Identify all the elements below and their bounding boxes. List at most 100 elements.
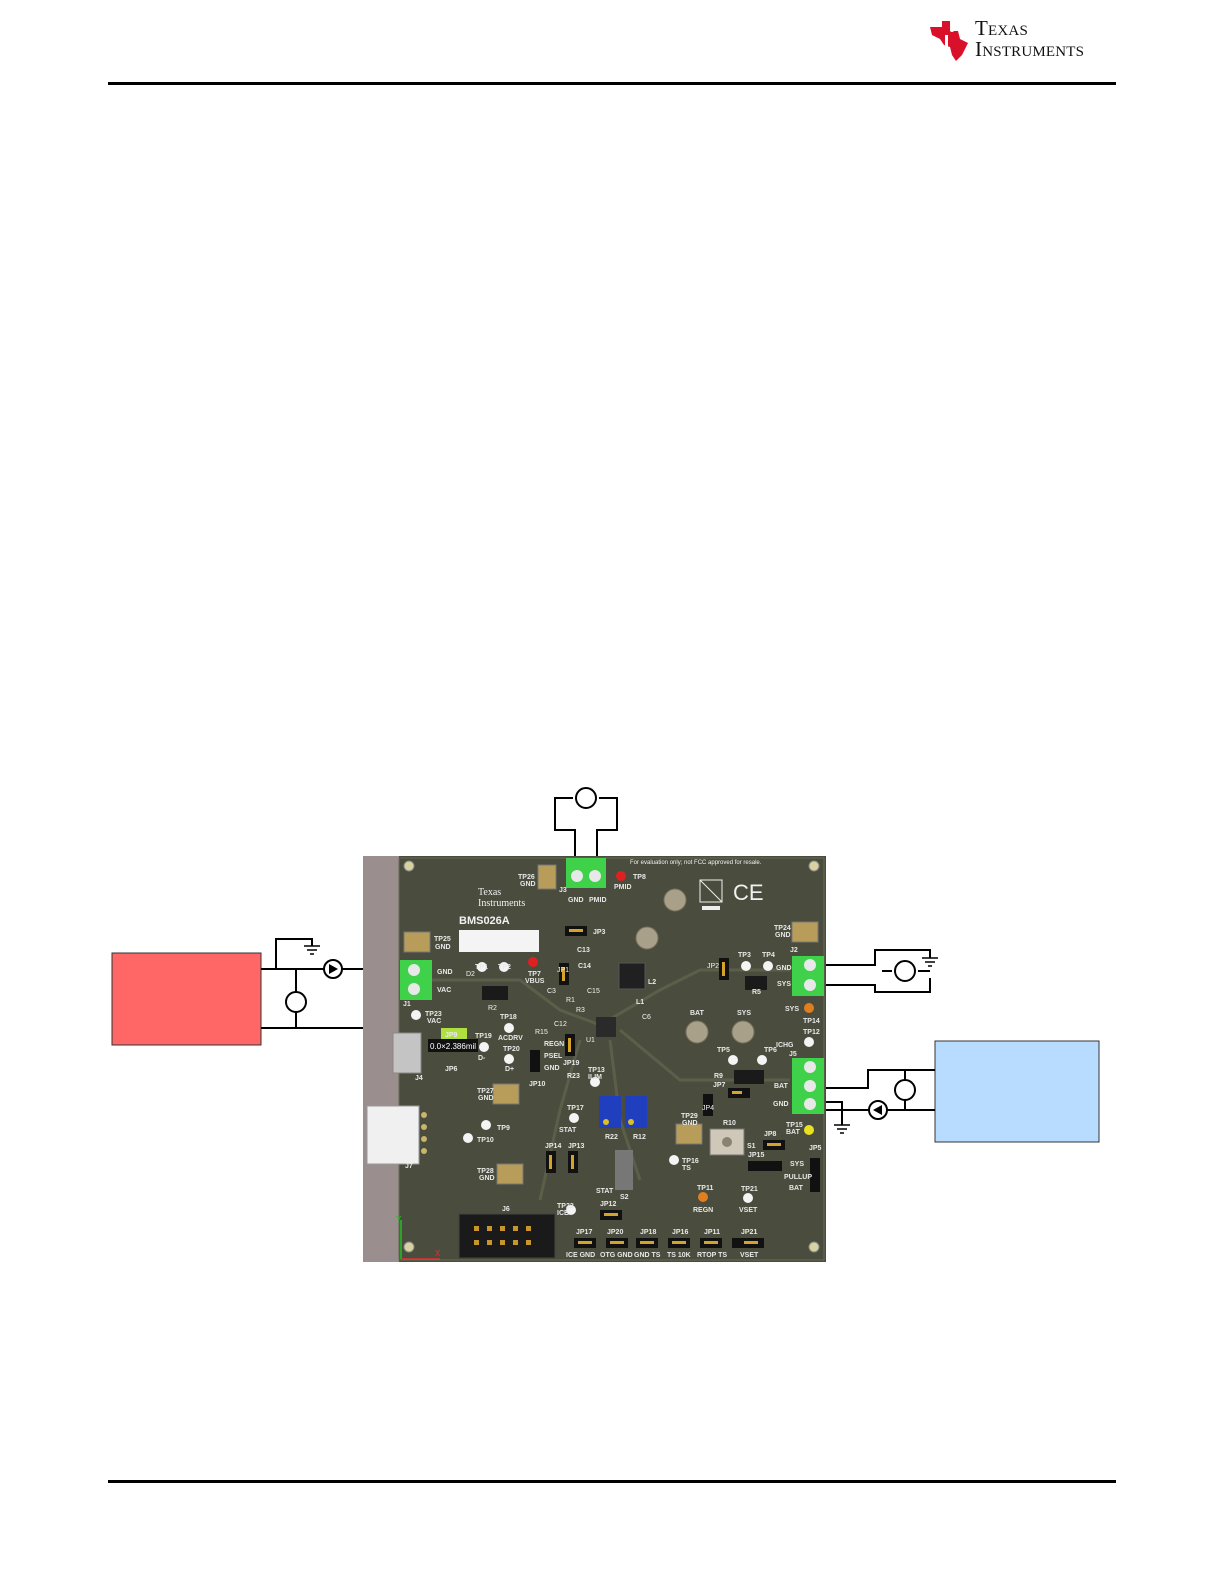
header-rule	[108, 82, 1116, 85]
lbl: TP28	[477, 1168, 494, 1175]
lbl: JP19	[563, 1060, 579, 1067]
lbl: SYS	[737, 1010, 751, 1017]
lbl: JP18	[640, 1229, 656, 1236]
lbl: JP13	[568, 1143, 584, 1150]
lbl: J4	[415, 1075, 423, 1082]
lbl: C13	[577, 947, 590, 954]
sys-wiring	[822, 949, 931, 993]
lbl: J3	[559, 887, 567, 894]
lbl: D+	[505, 1066, 514, 1073]
lbl: VBUS	[525, 978, 545, 985]
lbl: PULLUP	[784, 1174, 812, 1181]
footer-rule	[108, 1480, 1116, 1483]
lbl: TP7	[528, 971, 541, 978]
lbl: JP7	[713, 1082, 726, 1089]
lbl: JP5	[809, 1145, 822, 1152]
ti-logo-icon	[930, 21, 968, 61]
board-ti-brand: Texas	[478, 887, 501, 898]
lbl: R23	[567, 1073, 580, 1080]
lbl: L1	[636, 999, 644, 1006]
lbl: STAT	[559, 1127, 577, 1134]
lbl: TP17	[567, 1105, 584, 1112]
lbl: C6	[642, 1014, 651, 1021]
lbl: TP15	[786, 1122, 803, 1129]
lbl: TS 10K	[667, 1252, 691, 1259]
lbl: TP6	[764, 1047, 777, 1054]
lbl: JP16	[672, 1229, 688, 1236]
lbl: TP14	[803, 1018, 820, 1025]
lbl: BAT	[786, 1129, 801, 1136]
lbl: GND	[435, 944, 451, 951]
brand-line-1: Texas	[975, 16, 1028, 40]
lbl: BAT	[690, 1010, 705, 1017]
lbl: GND	[437, 969, 453, 976]
lbl: SYS	[777, 981, 791, 988]
power-source-box	[111, 952, 262, 1046]
ic-u1	[596, 1017, 616, 1037]
ti-logo-text: Texas Instruments	[975, 18, 1084, 60]
lbl: JP2	[707, 963, 719, 970]
lbl: J2	[790, 947, 798, 954]
ground-symbol-2	[922, 957, 938, 967]
usb-j4	[392, 1032, 422, 1074]
lbl: TP26	[518, 874, 535, 881]
mount-hole	[403, 1241, 415, 1253]
lbl: JP8	[764, 1131, 777, 1138]
lbl: GND TS	[634, 1252, 661, 1259]
lbl: J1	[403, 1001, 411, 1008]
lbl: OTG GND	[600, 1252, 633, 1259]
lbl: J6	[502, 1206, 510, 1213]
lbl: GND	[776, 965, 792, 972]
mount-hole	[808, 1241, 820, 1253]
lbl: R1	[566, 997, 575, 1004]
lbl: C3	[547, 988, 556, 995]
lbl: TP19	[475, 1033, 492, 1040]
input-ammeter-arrow	[329, 964, 338, 974]
lbl: GND	[773, 1101, 789, 1108]
lbl: ILIM	[588, 1074, 602, 1081]
axis-marker: Y X	[396, 1215, 441, 1260]
lbl: REGN	[693, 1207, 713, 1214]
lbl: TP16	[682, 1158, 699, 1165]
lbl: TP11	[697, 1185, 713, 1192]
lbl: TP23	[425, 1011, 442, 1018]
lbl: TP5	[717, 1047, 730, 1054]
lbl: GND	[520, 881, 536, 888]
lbl: GND	[775, 932, 791, 939]
lbl: TP9	[497, 1125, 510, 1132]
lbl: D2	[466, 971, 475, 978]
lbl: TP4	[762, 952, 775, 959]
test-setup-diagram: 0.0×2.386mil BMS026A For evaluation only…	[111, 787, 1100, 1262]
lbl: TP18	[500, 1014, 517, 1021]
axis-x-label: X	[435, 1249, 441, 1258]
lbl: JP10	[529, 1081, 545, 1088]
lbl: JP17	[576, 1229, 592, 1236]
header-j6	[458, 1213, 556, 1259]
lbl: R12	[633, 1134, 646, 1141]
lbl: REGN	[544, 1041, 564, 1048]
lbl: JP21	[741, 1229, 757, 1236]
lbl: VSET	[740, 1252, 759, 1259]
lbl: J5	[789, 1051, 797, 1058]
lbl: TP1	[475, 964, 488, 971]
lbl: TP22	[557, 1203, 574, 1210]
lbl: JP12	[600, 1201, 616, 1208]
board-name: BMS026A	[459, 915, 510, 927]
lbl: JP4	[702, 1105, 714, 1112]
axis-y-label: Y	[396, 1215, 402, 1224]
lbl: JP14	[545, 1143, 561, 1150]
lbl: R10	[723, 1120, 736, 1127]
lbl: S1	[747, 1143, 756, 1150]
ground-symbol	[304, 945, 320, 955]
lbl: JP20	[607, 1229, 623, 1236]
load-box	[934, 1040, 1100, 1143]
lbl: TP25	[434, 936, 451, 943]
header-j7	[366, 1105, 420, 1165]
lbl: BAT	[774, 1083, 789, 1090]
lbl: GND	[479, 1175, 495, 1182]
lbl: VAC	[427, 1018, 441, 1025]
lbl: J7	[405, 1163, 413, 1170]
lbl: JP6	[445, 1066, 458, 1073]
resistance-readout: 0.0×2.386mil	[430, 1042, 476, 1051]
lbl: TP29	[681, 1113, 698, 1120]
